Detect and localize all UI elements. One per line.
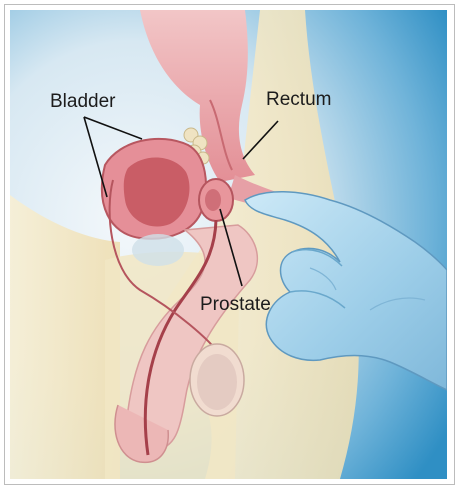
anatomy-diagram: Bladder Rectum Prostate bbox=[10, 10, 447, 479]
testis bbox=[197, 354, 237, 410]
pubic-bone bbox=[132, 234, 184, 266]
bladder-label: Bladder bbox=[50, 91, 116, 112]
rectum-label: Rectum bbox=[266, 89, 331, 110]
prostate-label: Prostate bbox=[200, 294, 271, 315]
illustration-frame: Bladder Rectum Prostate bbox=[4, 4, 455, 485]
prostate-inner bbox=[205, 189, 221, 211]
bladder-interior bbox=[124, 157, 190, 226]
